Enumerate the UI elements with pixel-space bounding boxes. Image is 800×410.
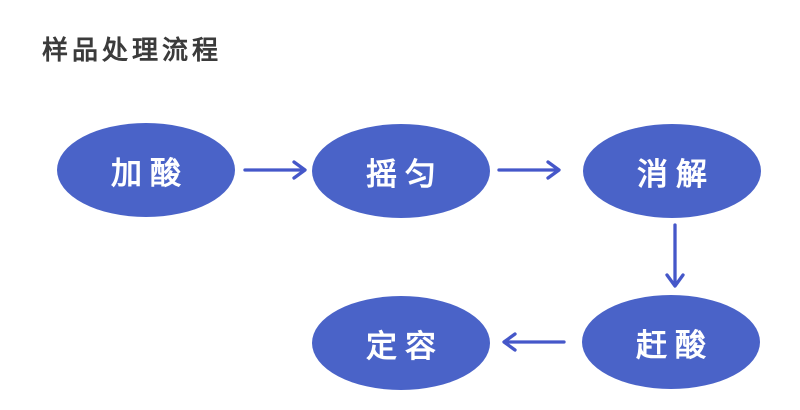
arrow-drive-acid-to-fix-volume (502, 332, 566, 352)
arrow-add-acid-to-shake (243, 160, 307, 180)
node-add-acid-label: 加酸 (111, 155, 189, 191)
node-fix-volume-label: 定容 (366, 328, 444, 364)
node-shake: 摇匀 (312, 124, 490, 218)
node-shake-label: 摇匀 (366, 156, 444, 192)
node-add-acid: 加酸 (57, 123, 235, 217)
diagram-title: 样品处理流程 (42, 35, 223, 65)
node-digest: 消解 (583, 124, 761, 218)
node-fix-volume: 定容 (312, 296, 490, 390)
node-drive-acid-label: 赶酸 (636, 327, 714, 363)
arrow-digest-to-drive-acid (665, 223, 685, 288)
node-drive-acid: 赶酸 (582, 295, 760, 389)
node-digest-label: 消解 (637, 156, 715, 192)
arrow-shake-to-digest (497, 160, 561, 180)
